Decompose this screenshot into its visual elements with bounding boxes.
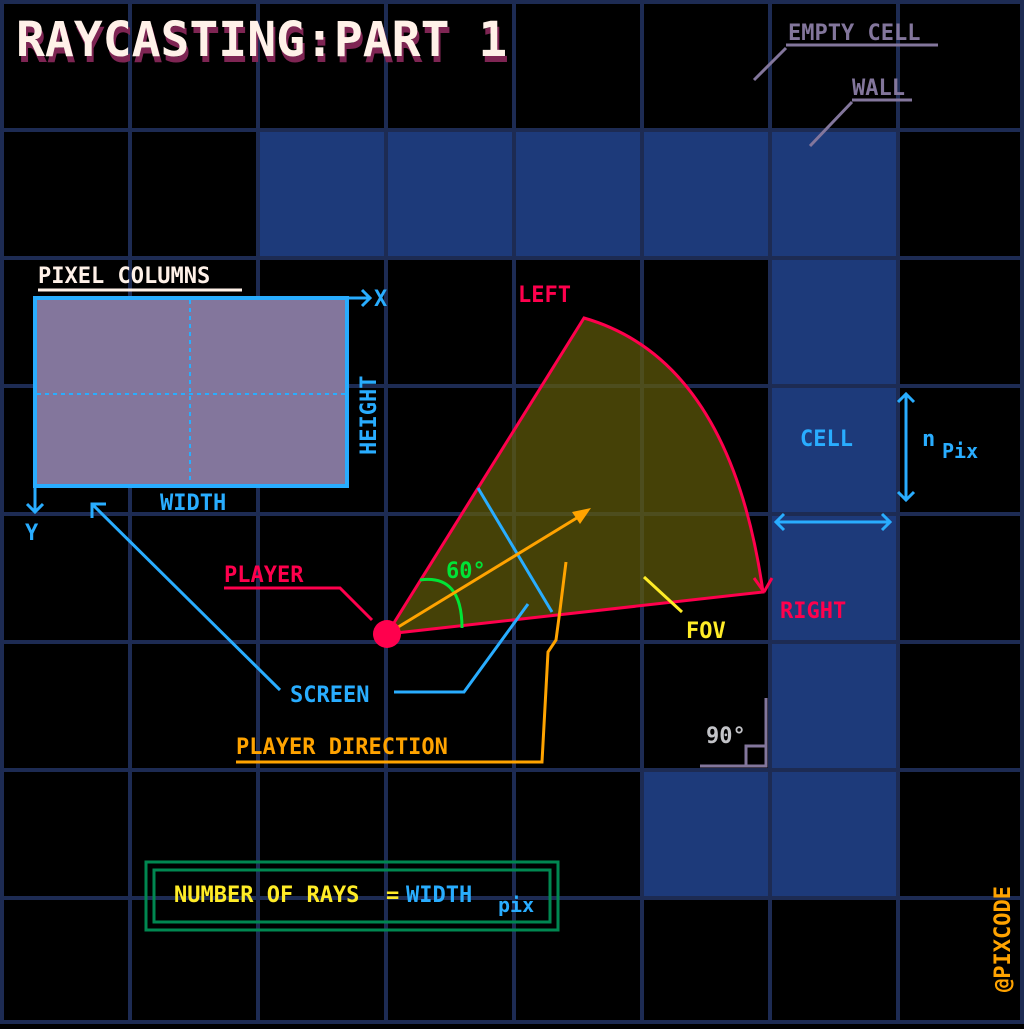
page-title-shadow: RAYCASTING:PART 1 [18, 18, 509, 74]
wall-cell [770, 514, 898, 642]
screen-plane-line [476, 487, 554, 613]
empty-cell-label: EMPTY CELL [788, 21, 920, 46]
wall-cell [770, 130, 898, 258]
cell-height-arrowhead-bottom [896, 490, 916, 503]
screen-leader-to-screen [90, 502, 282, 692]
formula-equals: = [386, 883, 399, 908]
player-leader [224, 586, 374, 622]
fov-angle-label: 60° [446, 559, 486, 584]
right-ray-arrow [752, 577, 766, 593]
wall-label: WALL [852, 76, 905, 101]
left-label: LEFT [518, 283, 571, 308]
y-axis-arrowhead [25, 502, 45, 515]
player-direction-ray [389, 514, 581, 634]
y-axis-label: Y [25, 521, 39, 546]
formula-right: WIDTH [406, 883, 472, 908]
height-label: HEIGHT [357, 376, 382, 455]
screen-leader-arrowhead [90, 502, 106, 518]
page-title: RAYCASTING:PART 1 [16, 12, 507, 68]
fov-label: FOV [686, 619, 726, 644]
wall-cell [386, 130, 514, 258]
wall-leader [808, 100, 854, 148]
screen-leader-to-plane [394, 603, 530, 694]
player-direction-leader [236, 561, 568, 764]
width-label: WIDTH [160, 491, 226, 516]
right-label: RIGHT [780, 599, 846, 624]
wall-cells [258, 130, 898, 898]
fov-cone [384, 316, 765, 636]
empty-cell-leader [752, 46, 788, 82]
x-axis-label: X [374, 287, 387, 312]
cell-size-pix-label: Pix [942, 439, 978, 463]
player-label: PLAYER [224, 563, 304, 588]
right-angle-square [744, 744, 768, 768]
right-ray-arrow [762, 577, 774, 593]
wall-cell [770, 642, 898, 770]
cell-width-arrowhead-left [773, 512, 786, 532]
formula-frame-inner [152, 868, 552, 924]
wall-cell [770, 770, 898, 898]
screen-label: SCREEN [290, 683, 369, 708]
right-angle-label: 90° [706, 724, 746, 749]
x-axis-arrowhead [360, 288, 373, 308]
cell-width-arrowhead-right [880, 512, 893, 532]
fov-angle-arc [419, 577, 464, 629]
player-dot [373, 620, 401, 648]
fov-leader [642, 575, 684, 614]
wall-cell [258, 130, 386, 258]
wall-cell [642, 130, 770, 258]
wall-cell [642, 770, 770, 898]
cell-label: CELL [800, 427, 853, 452]
cell-size-n-label: n [922, 427, 935, 452]
wall-cell [770, 386, 898, 514]
formula-left: NUMBER OF RAYS [174, 883, 359, 908]
credit: @PIXCODE [991, 886, 1016, 992]
wall-cell [514, 130, 642, 258]
formula-frame-outer [144, 860, 560, 932]
wall-cell [770, 258, 898, 386]
formula-subscript: pix [498, 893, 534, 917]
player-direction-label: PLAYER DIRECTION [236, 735, 448, 760]
player-direction-arrowhead [572, 508, 591, 524]
cell-height-arrowhead-top [896, 391, 916, 404]
pixel-columns-label: PIXEL COLUMNS [38, 264, 210, 289]
